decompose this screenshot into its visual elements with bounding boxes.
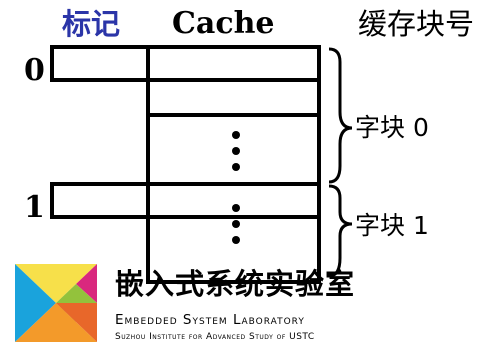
ellipsis-dots-upper [232, 131, 240, 171]
lab-subtitle: Embedded System Laboratory [115, 312, 305, 328]
cache-column-header: Cache [172, 6, 275, 41]
cache-column [146, 45, 321, 284]
word-block-label-1: 字块 1 [355, 211, 429, 240]
institute-name: Suzhou Institute for Advanced Study of U… [115, 332, 315, 342]
tag-box-0 [50, 45, 150, 82]
right-brace-block-0 [328, 47, 353, 184]
tag-row-label-0: 0 [24, 53, 45, 88]
tag-column-header: 标记 [62, 7, 121, 41]
block-number-column-header: 缓存块号 [358, 7, 475, 41]
tag-box-1 [50, 182, 150, 219]
ellipsis-dots-lower [232, 204, 240, 244]
tangram-logo-icon [15, 264, 97, 342]
right-brace-block-1 [328, 184, 353, 278]
lab-title: 嵌入式系统实验室 [115, 267, 356, 301]
word-block-label-0: 字块 0 [355, 113, 429, 142]
tag-row-label-1: 1 [24, 190, 45, 225]
